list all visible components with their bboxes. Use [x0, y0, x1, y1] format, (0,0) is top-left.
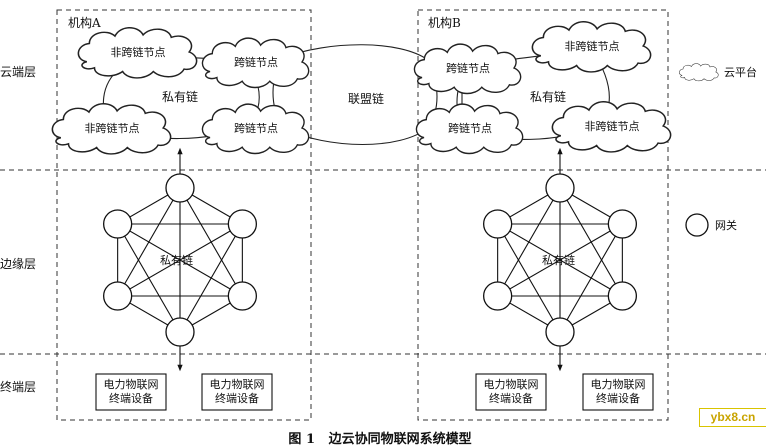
consortium-chain-label: 联盟链: [348, 91, 384, 106]
svg-text:跨链节点: 跨链节点: [234, 55, 278, 69]
gateway-node: [607, 281, 638, 311]
gateway-node: [102, 281, 133, 311]
gateway-icon: [685, 213, 709, 237]
svg-text:非跨链节点: 非跨链节点: [565, 39, 620, 53]
org-a-title: 机构A: [68, 15, 101, 30]
legend-cloud-platform: 云平台: [679, 63, 757, 82]
figure-caption: 图 1 边云协同物联网系统模型: [288, 431, 471, 447]
svg-text:电力物联网终端设备: 电力物联网终端设备: [484, 377, 539, 405]
gateway-link: [117, 223, 181, 333]
org-a-non-cross-node-bottom: 非跨链节点: [51, 102, 172, 155]
org-b-non-cross-node-top: 非跨链节点: [531, 20, 652, 73]
layer-label-cloud: 云端层: [0, 65, 36, 79]
org-b-cross-node-top: 跨链节点: [413, 43, 522, 95]
org-a-gateway-mesh: [102, 173, 258, 347]
layer-label-terminal: 终端层: [0, 379, 36, 394]
org-b-private-chain-label: 私有链: [530, 89, 566, 104]
legend-gateway: 网关: [685, 213, 737, 237]
svg-text:跨链节点: 跨链节点: [448, 121, 492, 135]
gateway-link: [117, 223, 243, 297]
watermark: ybx8.cn: [699, 408, 766, 427]
org-a-cross-node-bottom: 跨链节点: [201, 103, 310, 155]
svg-text:电力物联网终端设备: 电力物联网终端设备: [104, 377, 159, 405]
svg-text:电力物联网终端设备: 电力物联网终端设备: [210, 377, 265, 405]
gateway-link: [497, 223, 561, 333]
org-a-non-cross-node-top: 非跨链节点: [77, 26, 198, 79]
svg-text:跨链节点: 跨链节点: [234, 121, 278, 135]
svg-text:非跨链节点: 非跨链节点: [585, 119, 640, 133]
gateway-node: [102, 209, 133, 239]
gateway-node: [165, 173, 195, 203]
org-a-terminal-device-2: 电力物联网终端设备: [201, 373, 273, 411]
org-a-terminal-device-1: 电力物联网终端设备: [95, 373, 167, 411]
svg-text:电力物联网终端设备: 电力物联网终端设备: [591, 377, 646, 405]
org-b-boundary: [417, 9, 669, 421]
org-a-boundary: [56, 9, 312, 421]
svg-text:网关: 网关: [715, 218, 737, 232]
org-a-edge-private-chain-label: 私有链: [160, 253, 193, 267]
gateway-node: [545, 317, 575, 347]
org-b-edge-private-chain-label: 私有链: [542, 253, 575, 267]
svg-text:非跨链节点: 非跨链节点: [85, 121, 140, 135]
gateway-node: [482, 209, 513, 239]
gateway-node: [607, 209, 638, 239]
svg-text:云平台: 云平台: [724, 65, 757, 79]
org-b-title: 机构B: [428, 15, 461, 30]
cloud-platform-icon: [679, 63, 719, 82]
gateway-node: [482, 281, 513, 311]
org-a-cross-node-top: 跨链节点: [201, 37, 310, 89]
gateway-node: [227, 281, 258, 311]
org-b-terminal-device-1: 电力物联网终端设备: [475, 373, 547, 411]
svg-text:非跨链节点: 非跨链节点: [111, 45, 166, 59]
gateway-node: [545, 173, 575, 203]
org-b-gateway-mesh: [482, 173, 638, 347]
gateway-link: [497, 223, 623, 297]
org-b-non-cross-node-bottom: 非跨链节点: [551, 100, 672, 153]
svg-text:跨链节点: 跨链节点: [446, 61, 490, 75]
org-b-cross-node-bottom: 跨链节点: [415, 103, 524, 155]
gateway-node: [165, 317, 195, 347]
gateway-node: [227, 209, 258, 239]
org-b-terminal-device-2: 电力物联网终端设备: [582, 373, 654, 411]
org-a-private-chain-label: 私有链: [162, 89, 198, 104]
layer-label-edge: 边缘层: [0, 257, 36, 271]
